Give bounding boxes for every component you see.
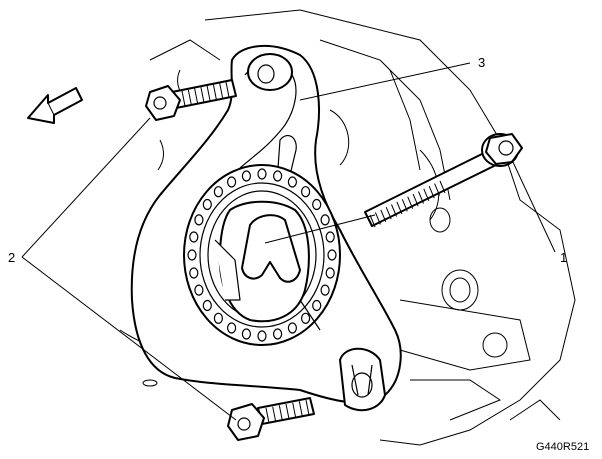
upper-bolt-2: [145, 79, 237, 121]
bolt-thread: [380, 209, 387, 222]
bolt-thread: [225, 81, 230, 98]
bolt-thread: [272, 406, 277, 422]
bolt-thread: [305, 399, 310, 416]
bolt-thread: [434, 183, 441, 196]
through-bolt-1: [364, 133, 523, 228]
callout-3: 3: [478, 55, 485, 70]
bolt-thread: [423, 188, 430, 201]
bolt-thread: [181, 90, 186, 107]
isolator-rib: [213, 186, 223, 198]
isolator-rib: [194, 284, 204, 296]
bolt-thread: [396, 201, 403, 215]
isolator-rib: [241, 170, 251, 182]
bolt-thread: [194, 88, 199, 104]
bolt-thread: [391, 204, 397, 217]
isolator-rib: [301, 312, 311, 324]
bolt-thread: [219, 83, 224, 99]
isolator-rib: [227, 176, 237, 188]
bolt-thread: [385, 207, 392, 220]
isolator-core-insert: [241, 214, 301, 283]
isolator-rib: [287, 176, 297, 188]
isolator-rib: [320, 214, 330, 226]
bolt-thread: [265, 407, 270, 424]
bolt-thread: [407, 196, 414, 209]
isolator-rib: [189, 231, 199, 243]
isolator-rib: [257, 168, 267, 180]
isolator-rib: [273, 170, 283, 182]
bolt-thread: [285, 403, 290, 420]
isolator-rib: [312, 299, 322, 312]
isolator-rib: [257, 330, 267, 342]
bolt-thread: [369, 214, 376, 228]
isolator-rib: [194, 214, 204, 226]
isolator-rib: [241, 328, 251, 340]
bolt-thread: [206, 85, 211, 101]
isolator-rib: [325, 267, 335, 279]
bolt-thread: [292, 402, 297, 418]
isolator-rib: [325, 231, 335, 243]
isolator-rib: [312, 198, 322, 211]
isolator-rib: [327, 249, 337, 261]
isolator-rib: [227, 322, 237, 334]
bolt-thread: [401, 199, 408, 212]
callout-1: 1: [560, 250, 567, 265]
isolator-rib: [202, 198, 212, 211]
lower-bolt-2: [227, 397, 315, 441]
bolt-thread: [212, 84, 217, 100]
callout-2: 2: [8, 250, 15, 265]
lower-bolt-boss: [339, 347, 386, 412]
isolator-rib: [202, 299, 212, 312]
mount-isolator: [183, 164, 341, 346]
bolt-thread: [418, 191, 424, 204]
isolator-rib: [320, 284, 330, 296]
figure-id: G440R521: [536, 441, 589, 453]
bolt-thread: [439, 180, 446, 194]
isolator-rib: [187, 249, 197, 261]
bolt-thread: [200, 87, 205, 103]
isolator-ribs: [187, 168, 337, 342]
front-direction-arrow-icon: [27, 87, 83, 124]
isolator-rib: [189, 267, 199, 279]
bolt-thread: [187, 89, 192, 105]
leader-lines: [21, 62, 556, 421]
bolt-thread: [428, 186, 435, 199]
isolator-rib: [301, 186, 311, 198]
isolator-rib: [287, 322, 297, 334]
bolt-thread: [298, 401, 303, 417]
bolt-thread: [412, 193, 419, 207]
bolt-thread: [374, 212, 381, 225]
bolt-thread: [278, 405, 283, 421]
isolator-rib: [213, 312, 223, 324]
isolator-rib: [273, 328, 283, 340]
